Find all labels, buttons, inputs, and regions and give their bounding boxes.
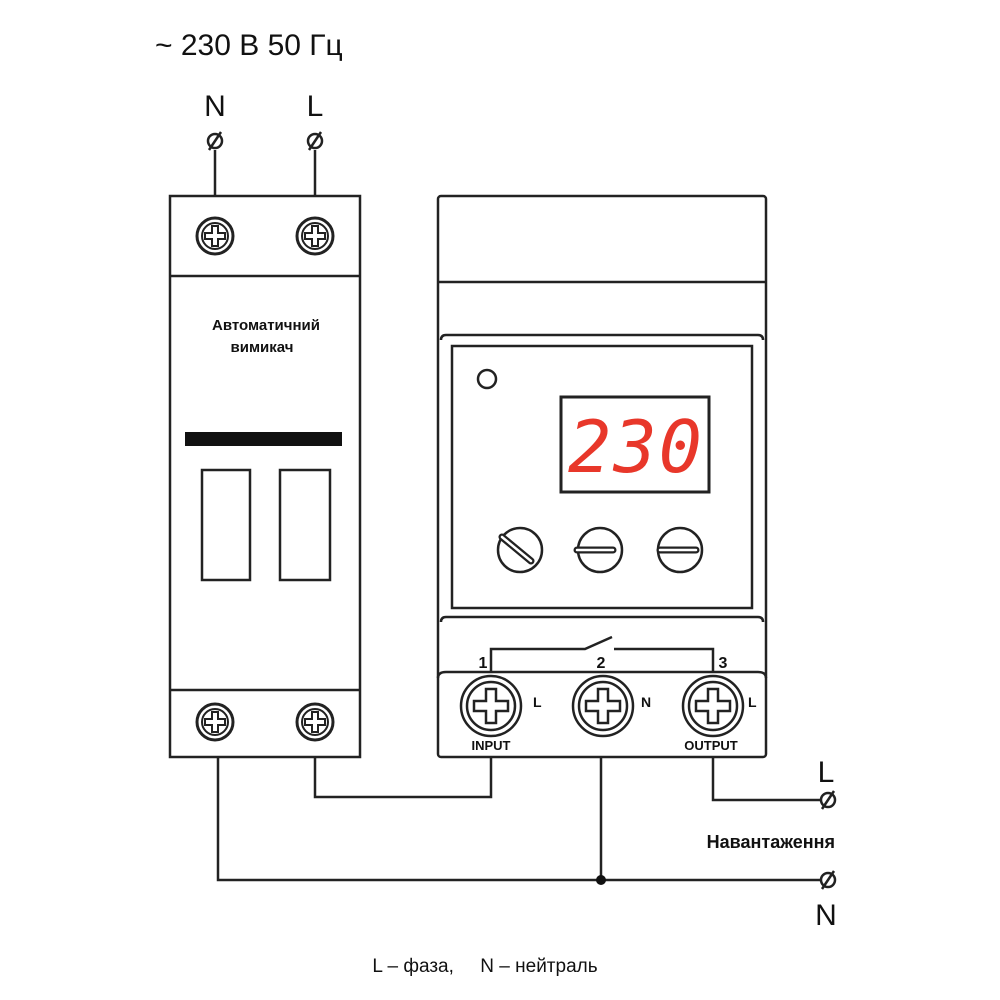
supply-n-label: N [204, 90, 226, 123]
breaker-bottom-right-screw-icon [295, 702, 335, 742]
supply-l-label: L [307, 90, 324, 123]
load-n-clamp-icon [819, 869, 837, 891]
wire-breaker-to-input [313, 757, 493, 799]
terminal-1-screw-icon [459, 674, 523, 738]
terminal-2-label: N [641, 694, 651, 710]
terminal-1-number: 1 [479, 655, 488, 672]
terminal-3-screw-icon [681, 674, 745, 738]
load-label: Навантаження [707, 832, 835, 852]
legend: L – фаза, N – нейтраль [372, 956, 597, 977]
terminal-2-screw-icon [571, 674, 635, 738]
voltage-display [559, 395, 711, 494]
breaker-toggle-left [200, 468, 252, 582]
knob-1-icon[interactable] [496, 526, 544, 574]
junction-dot [596, 875, 606, 885]
circuit-breaker: Автоматичний вимикач [168, 194, 362, 759]
breaker-top-right-screw-icon [295, 216, 335, 256]
supply-title: ~ 230 В 50 Гц [155, 29, 343, 62]
relay-contact-line [614, 647, 715, 672]
led-indicator-icon [476, 368, 498, 390]
knob-3-icon[interactable] [656, 526, 704, 574]
breaker-label-line1: Автоматичний [212, 317, 320, 334]
knob-2-icon[interactable] [573, 526, 624, 574]
relay-front-panel [450, 344, 754, 610]
terminal-3-label: L [748, 694, 757, 710]
breaker-label-line2: вимикач [231, 339, 294, 356]
terminal-3-number: 3 [719, 655, 728, 672]
wire-neutral [216, 757, 820, 882]
terminal-3-caption: OUTPUT [684, 738, 738, 753]
display-value: 230 [568, 405, 704, 489]
terminal-1-label: L [533, 694, 542, 710]
wire-output-to-load [711, 757, 820, 802]
terminal-2-number: 2 [597, 655, 606, 672]
load-l-label: L [818, 756, 835, 789]
terminal-1-caption: INPUT [472, 738, 511, 753]
supply-l-clamp-icon [306, 130, 324, 152]
supply-n-clamp-icon [206, 130, 224, 152]
relay-contact-switch [489, 635, 613, 672]
breaker-black-bar [185, 432, 342, 446]
breaker-bottom-left-screw-icon [195, 702, 235, 742]
voltage-relay: 230 1 2 3 L N L INPUT OUTPUT [436, 194, 768, 759]
load-l-clamp-icon [819, 789, 837, 811]
breaker-top-left-screw-icon [195, 216, 235, 256]
load-n-label: N [815, 899, 837, 932]
breaker-toggle-right [278, 468, 332, 582]
